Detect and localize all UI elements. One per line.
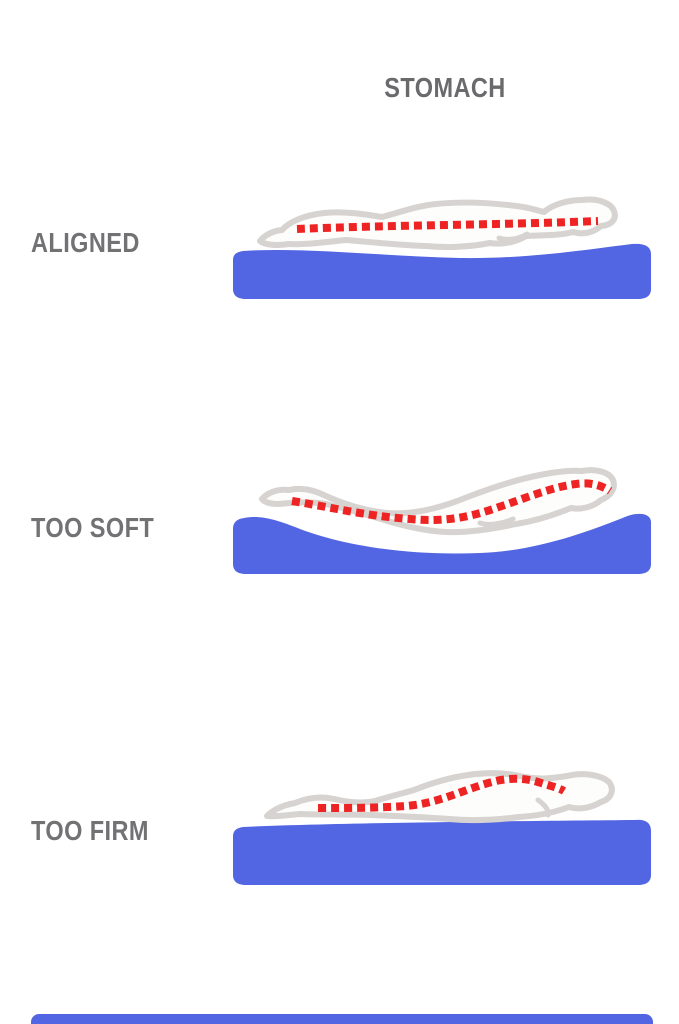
row-label-too-soft: TOO SOFT [31,512,155,543]
mattress-shape [233,819,651,885]
spine-alignment-line [317,774,567,812]
mattress-shape [233,513,651,574]
figure-too-soft-sleeper [233,467,651,574]
spine-alignment-line [296,217,599,233]
spine-alignment-line [291,479,613,524]
arm-detail-line [496,231,530,242]
row-label-aligned: ALIGNED [31,227,140,258]
arm-detail-line [477,516,516,527]
row-label-too-firm: TOO FIRM [31,815,149,846]
partial-next-mattress-edge [31,1014,653,1024]
arm-detail-line [535,797,551,818]
figure-too-firm-sleeper [233,770,651,885]
figure-aligned-sleeper [233,196,651,299]
mattress-shape [233,243,651,299]
page-title: STOMACH [384,72,506,103]
